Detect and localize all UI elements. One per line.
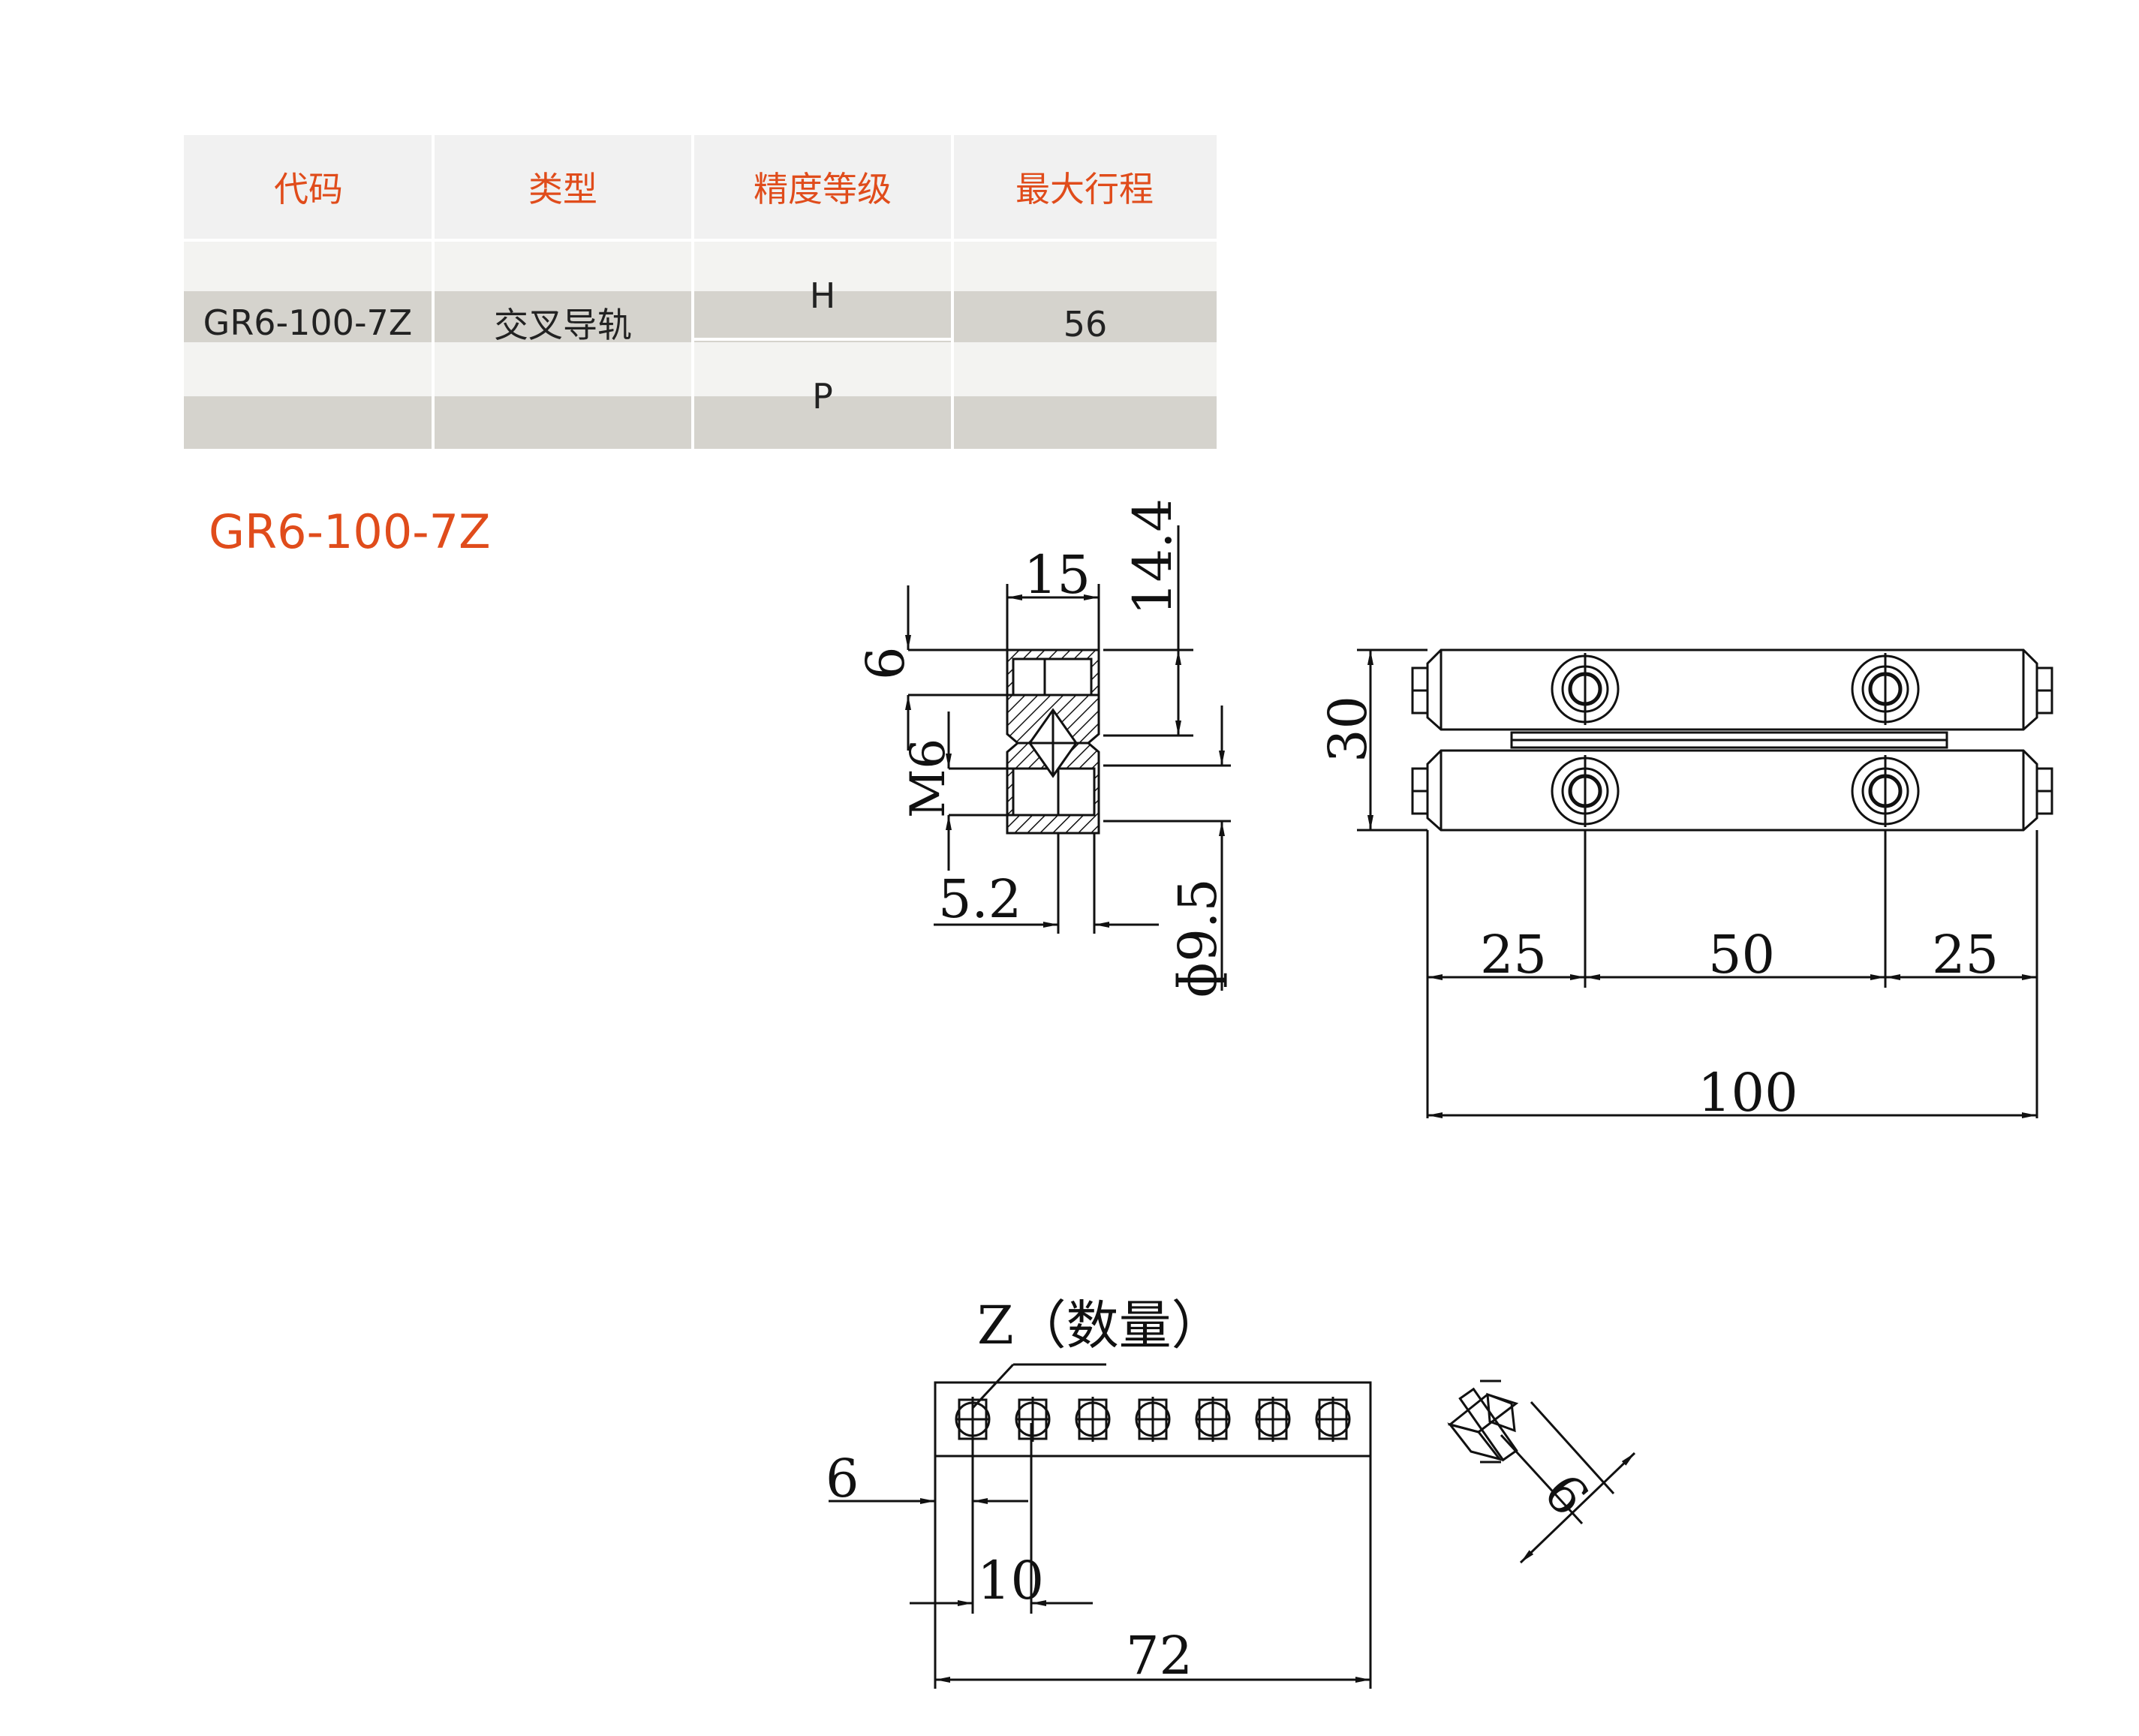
side-view-labels: 15 14.4 6 M6 5.2 ɸ9.5 bbox=[855, 498, 1229, 998]
cage-roller bbox=[1255, 1397, 1291, 1442]
upper-rail bbox=[1426, 648, 2038, 731]
dim-50: 50 bbox=[1708, 924, 1775, 985]
dim-6-side: 6 bbox=[855, 646, 916, 680]
column-divider bbox=[691, 135, 694, 449]
dim-25-right: 25 bbox=[1932, 924, 1999, 985]
cage-view-labels: Z（数量） 6 10 72 bbox=[826, 1295, 1224, 1686]
cell-code: GR6-100-7Z bbox=[203, 302, 413, 343]
dim-14-4: 14.4 bbox=[1122, 498, 1184, 615]
grade-divider bbox=[691, 338, 954, 341]
cage-view bbox=[829, 1363, 1372, 1689]
row-band-2 bbox=[184, 291, 1217, 342]
cage-roller bbox=[1015, 1397, 1051, 1442]
cell-grade-h: H bbox=[809, 275, 836, 316]
upper-rail-bore bbox=[1012, 657, 1046, 697]
dim-72: 72 bbox=[1126, 1625, 1193, 1686]
cage-label: Z（数量） bbox=[977, 1295, 1224, 1356]
dim-9-5: ɸ9.5 bbox=[1167, 878, 1229, 998]
mounting-hole bbox=[1851, 653, 1920, 725]
row-band-4 bbox=[184, 396, 1217, 449]
cell-grade-p: P bbox=[812, 376, 833, 417]
roller-core bbox=[1458, 1387, 1518, 1462]
lower-rail-bore bbox=[1012, 767, 1060, 817]
lower-rail-thread bbox=[1057, 767, 1096, 817]
cage-roller bbox=[1075, 1397, 1111, 1442]
column-divider bbox=[951, 135, 954, 449]
spec-table: 代码 类型 精度等级 最大行程 GR6-100-7Z 交叉导轨 H P 56 bbox=[184, 135, 1217, 449]
model-title: GR6-100-7Z bbox=[209, 504, 491, 559]
top-view-labels: 30 25 50 25 100 bbox=[1317, 696, 1999, 1124]
mounting-hole bbox=[1551, 653, 1620, 725]
header-stroke: 最大行程 bbox=[952, 135, 1217, 239]
column-divider bbox=[432, 135, 435, 449]
cage-body bbox=[934, 1381, 1372, 1458]
roller-view bbox=[1447, 1379, 1636, 1564]
dim-m6: M6 bbox=[901, 739, 956, 818]
dim-100: 100 bbox=[1698, 1062, 1798, 1124]
cage-rollers bbox=[955, 1397, 1351, 1442]
row-band-3 bbox=[184, 342, 1217, 396]
side-section-view bbox=[905, 525, 1231, 991]
row-band-1 bbox=[184, 239, 1217, 291]
header-code: 代码 bbox=[184, 135, 433, 239]
header-grade: 精度等级 bbox=[693, 135, 952, 239]
header-type: 类型 bbox=[433, 135, 693, 239]
mounting-hole bbox=[1551, 755, 1620, 827]
cage-roller bbox=[1195, 1397, 1231, 1442]
upper-rail-counterbore bbox=[1043, 657, 1093, 697]
header-divider bbox=[184, 239, 1217, 242]
dim-30: 30 bbox=[1317, 696, 1379, 763]
lower-rail bbox=[1426, 749, 2038, 832]
dim-10: 10 bbox=[977, 1550, 1044, 1611]
dim-25-left: 25 bbox=[1480, 924, 1547, 985]
cage-roller bbox=[1315, 1397, 1351, 1442]
top-view bbox=[1357, 648, 2053, 1118]
dim-6-cage: 6 bbox=[826, 1448, 859, 1509]
cell-type: 交叉导轨 bbox=[494, 305, 632, 345]
cell-stroke: 56 bbox=[1063, 304, 1108, 344]
cage-roller bbox=[1135, 1397, 1171, 1442]
dim-15: 15 bbox=[1024, 544, 1091, 606]
dim-5-2: 5.2 bbox=[938, 868, 1021, 930]
mounting-hole bbox=[1851, 755, 1920, 827]
